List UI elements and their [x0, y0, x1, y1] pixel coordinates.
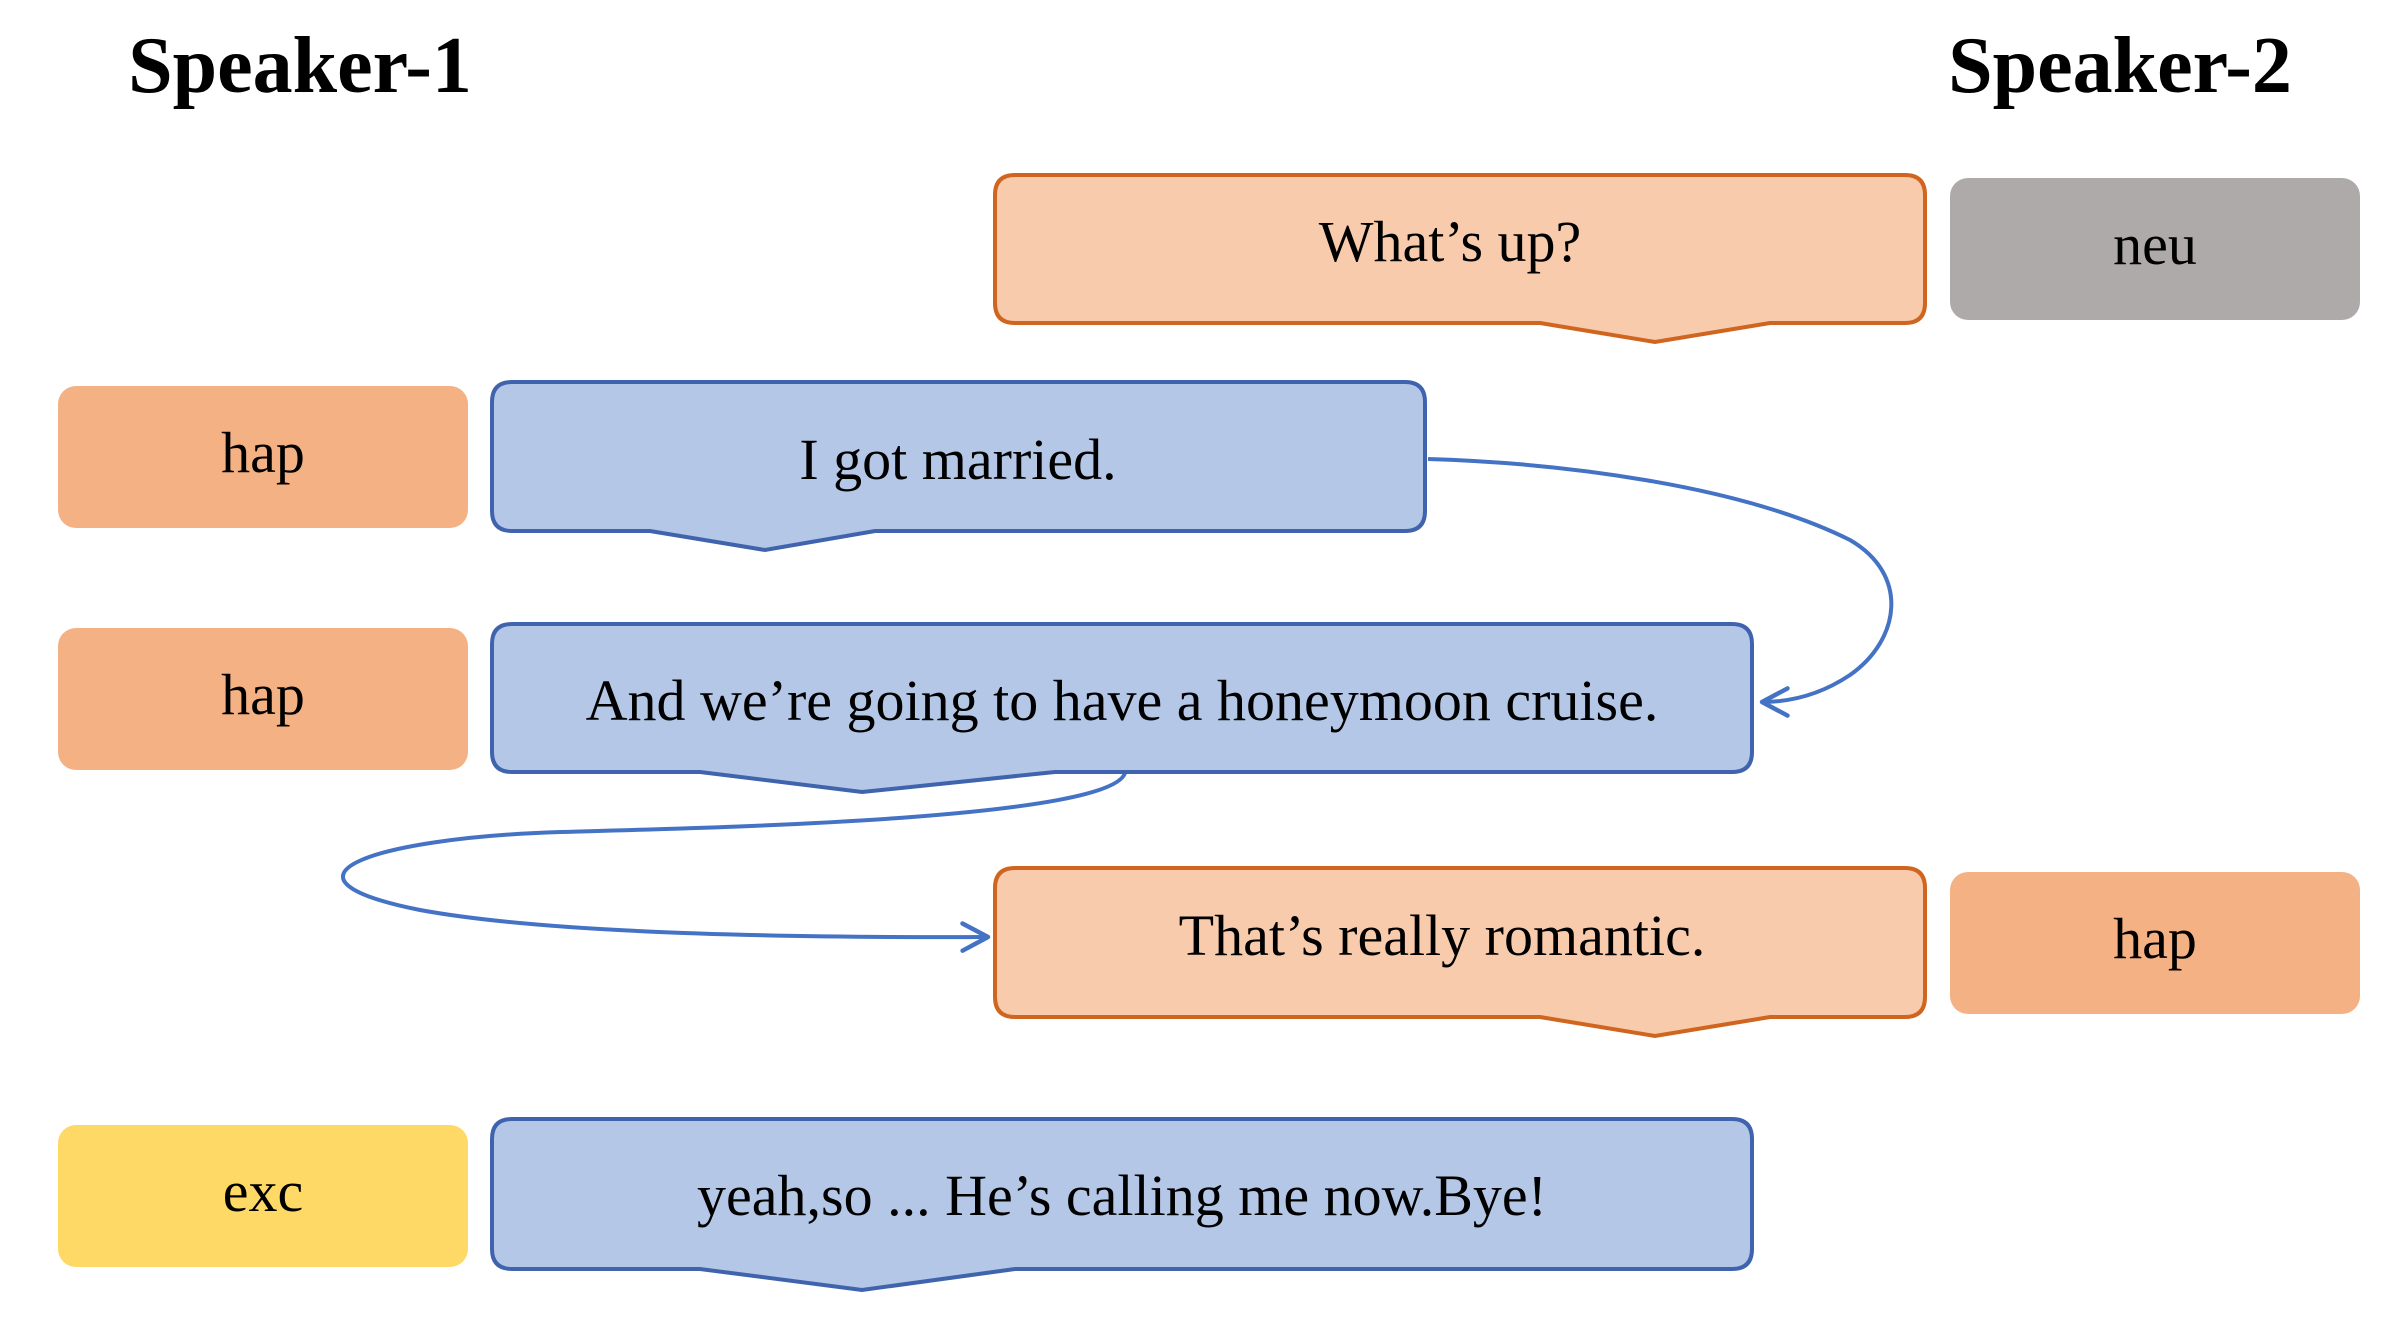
speaker-1-utterance-bubble — [490, 380, 1427, 553]
emotion-label-exc — [58, 1125, 468, 1267]
emotion-label-text: hap — [221, 420, 305, 485]
speaker-2-header: Speaker-2 — [1948, 22, 2292, 110]
utterance-row: That’s really romantic. hap — [993, 866, 2360, 1039]
speaker-1-utterance-bubble — [490, 622, 1754, 795]
emotion-label-hap — [58, 628, 468, 770]
speaker-1-header: Speaker-1 — [128, 22, 472, 110]
emotion-label-text: exc — [223, 1159, 304, 1224]
emotion-label-neu — [1950, 178, 2360, 320]
speaker-2-utterance-bubble — [993, 173, 1927, 345]
emotion-label-hap — [58, 386, 468, 528]
emotion-label-text: neu — [2113, 212, 2197, 277]
emotion-label-text: hap — [221, 662, 305, 727]
speaker-1-utterance-bubble — [490, 1117, 1754, 1293]
context-arrow-cruise-to-romantic — [341, 772, 1127, 953]
emotion-label-hap — [1950, 872, 2360, 1014]
emotion-label-text: hap — [2113, 906, 2197, 971]
utterance-text: And we’re going to have a honeymoon crui… — [586, 668, 1659, 733]
utterance-text: yeah,so ... He’s calling me now.Bye! — [697, 1163, 1547, 1228]
utterance-row: What’s up? neu — [993, 173, 2360, 345]
utterance-row: exc yeah,so ... He’s calling me now.Bye! — [58, 1117, 1754, 1293]
utterance-text: What’s up? — [1319, 209, 1582, 274]
utterance-text: That’s really romantic. — [1179, 903, 1706, 968]
speaker-2-utterance-bubble — [993, 866, 1927, 1039]
utterance-text: I got married. — [799, 427, 1116, 492]
utterance-row: hap I got married. — [58, 380, 1427, 553]
context-arrow-married-to-cruise — [1427, 457, 1894, 718]
utterance-row: hap And we’re going to have a honeymoon … — [58, 622, 1754, 795]
